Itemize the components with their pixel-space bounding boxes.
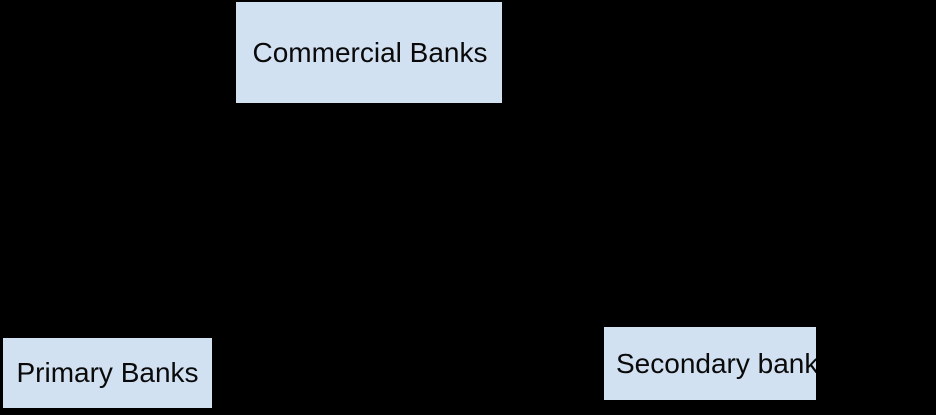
diagram-node-label: Secondary bank [616, 347, 816, 379]
diagram-node-label: Primary Banks [16, 357, 199, 388]
diagram-node-commercial-banks[interactable]: Commercial Banks [236, 2, 502, 103]
diagram-node-primary-banks[interactable]: Primary Banks [3, 338, 212, 408]
diagram-node-secondary-banks[interactable]: Secondary bank [604, 327, 816, 400]
diagram-node-label: Commercial Banks [252, 36, 488, 68]
